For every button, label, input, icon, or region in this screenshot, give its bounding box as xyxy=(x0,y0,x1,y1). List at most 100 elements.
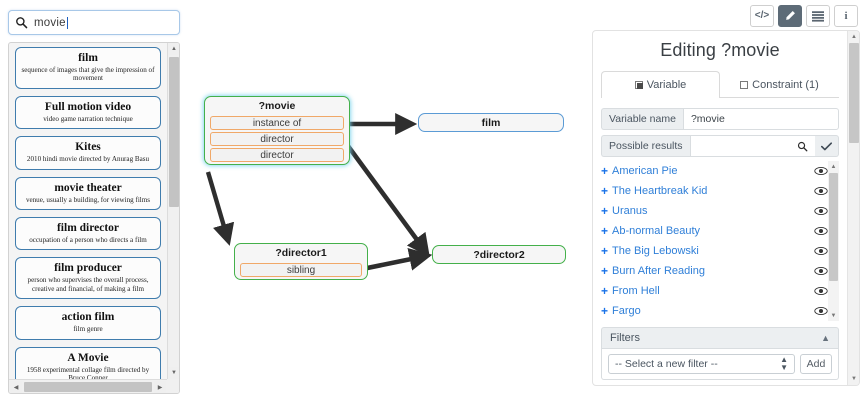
entity-description: sequence of images that give the impress… xyxy=(21,66,155,83)
graph-node-director2[interactable]: ?director2 xyxy=(432,245,566,264)
eye-icon[interactable] xyxy=(814,286,828,296)
filters-label: Filters xyxy=(610,332,640,344)
add-icon[interactable]: + xyxy=(601,244,609,258)
graph-node-film[interactable]: film xyxy=(418,113,564,132)
panel-tabs: Variable Constraint (1) xyxy=(601,71,839,98)
checkbox-icon[interactable] xyxy=(634,81,643,89)
result-row[interactable]: + The Big Lebowski xyxy=(601,241,828,261)
possible-results-search-input[interactable] xyxy=(689,135,815,157)
scroll-right-icon[interactable]: ▶ xyxy=(154,381,166,393)
entity-description: 1958 experimental collage film directed … xyxy=(26,365,150,379)
tab-variable[interactable]: Variable xyxy=(601,71,720,98)
variable-name-input[interactable]: ?movie xyxy=(682,108,839,130)
filter-select[interactable]: -- Select a new filter -- ▲▼ xyxy=(608,354,795,374)
scroll-down-icon[interactable]: ▼ xyxy=(168,367,179,379)
panel-vertical-scrollbar[interactable]: ▲ ▼ xyxy=(847,31,859,385)
eye-icon[interactable] xyxy=(814,266,828,276)
results-scrollbar[interactable]: ▲ ▼ xyxy=(828,161,839,321)
entity-description: venue, usually a building, for viewing f… xyxy=(25,195,151,204)
search-icon xyxy=(797,141,808,151)
add-filter-button[interactable]: Add xyxy=(800,354,832,374)
scroll-left-icon[interactable]: ◀ xyxy=(10,381,22,393)
editor-panel: Editing ?movie Variable Constraint (1) V… xyxy=(592,30,860,386)
entity-card[interactable]: action film film genre xyxy=(15,306,161,340)
scrollbar-thumb[interactable] xyxy=(169,57,179,207)
entity-card[interactable]: film sequence of images that give the im… xyxy=(15,47,161,89)
eye-icon[interactable] xyxy=(814,246,828,256)
query-graph-canvas[interactable]: film --> director2 --> director1 --> dir… xyxy=(192,0,590,410)
node-property-director-2[interactable]: director xyxy=(210,147,344,162)
entity-card[interactable]: movie theater venue, usually a building,… xyxy=(15,176,161,211)
node-property-sibling[interactable]: sibling xyxy=(240,262,362,277)
tab-constraint[interactable]: Constraint (1) xyxy=(720,71,839,97)
entity-description: person who supervises the overall proces… xyxy=(27,276,149,293)
node-title: ?director2 xyxy=(473,249,525,261)
eye-icon[interactable] xyxy=(814,206,828,216)
result-row[interactable]: + American Pie xyxy=(601,161,828,181)
check-icon xyxy=(821,141,832,150)
node-property-director-1[interactable]: director xyxy=(210,131,344,146)
scroll-down-icon[interactable]: ▼ xyxy=(851,376,857,382)
result-row[interactable]: + Fargo xyxy=(601,301,828,321)
info-button[interactable]: i xyxy=(834,5,858,27)
sidebar-horizontal-scrollbar[interactable]: ◀ ▶ xyxy=(9,379,167,393)
result-label: From Hell xyxy=(612,285,660,297)
result-row[interactable]: + Uranus xyxy=(601,201,828,221)
add-icon[interactable]: + xyxy=(601,224,609,238)
entity-label: Kites xyxy=(75,141,101,154)
table-view-button[interactable] xyxy=(806,5,830,27)
graph-node-director1[interactable]: ?director1 sibling xyxy=(234,243,368,280)
result-label: Uranus xyxy=(612,205,648,217)
result-label: American Pie xyxy=(612,165,678,177)
possible-results-row: Possible results xyxy=(601,135,839,157)
entity-label: Full motion video xyxy=(44,100,132,113)
scroll-up-icon[interactable]: ▲ xyxy=(168,43,179,55)
entity-card[interactable]: film director occupation of a person who… xyxy=(15,217,161,251)
confirm-results-button[interactable] xyxy=(815,135,839,157)
scrollbar-thumb[interactable] xyxy=(24,382,152,392)
sidebar-vertical-scrollbar[interactable]: ▲ ▼ xyxy=(167,43,179,379)
edge-director-2 xyxy=(346,144,430,258)
eye-icon[interactable] xyxy=(814,306,828,316)
node-property-instance-of[interactable]: instance of xyxy=(210,115,344,130)
search-input[interactable]: movie xyxy=(8,10,180,35)
entity-card[interactable]: A Movie 1958 experimental collage film d… xyxy=(15,346,161,379)
entity-description: film genre xyxy=(73,325,103,334)
tab-label: Constraint (1) xyxy=(752,79,819,91)
graph-node-movie[interactable]: ?movie instance of director director xyxy=(204,96,350,165)
entity-card[interactable]: Full motion video video game narration t… xyxy=(15,95,161,130)
add-icon[interactable]: + xyxy=(601,304,609,318)
scroll-up-icon[interactable]: ▲ xyxy=(851,34,857,40)
code-icon: </> xyxy=(754,10,770,21)
add-icon[interactable]: + xyxy=(601,264,609,278)
result-row[interactable]: + From Hell xyxy=(601,281,828,301)
scroll-down-icon[interactable]: ▼ xyxy=(830,312,837,319)
result-label: Burn After Reading xyxy=(612,265,705,277)
code-view-button[interactable]: </> xyxy=(750,5,774,27)
filters-header[interactable]: Filters ▲ xyxy=(601,327,839,349)
edit-view-button[interactable] xyxy=(778,5,802,27)
eye-icon[interactable] xyxy=(814,226,828,236)
add-icon[interactable]: + xyxy=(601,204,609,218)
result-row[interactable]: + The Heartbreak Kid xyxy=(601,181,828,201)
entity-card[interactable]: Kites 2010 hindi movie directed by Anura… xyxy=(15,136,161,170)
add-icon[interactable]: + xyxy=(601,284,609,298)
entity-label: film producer xyxy=(54,262,122,275)
scroll-up-icon[interactable]: ▲ xyxy=(830,163,837,170)
entity-card[interactable]: film producer person who supervises the … xyxy=(15,257,161,300)
result-row[interactable]: + Burn After Reading xyxy=(601,261,828,281)
chevron-up-icon[interactable]: ▲ xyxy=(821,333,830,343)
text-caret xyxy=(66,16,68,29)
filter-select-value: -- Select a new filter -- xyxy=(615,358,718,370)
possible-results-label: Possible results xyxy=(601,135,690,157)
result-label: The Big Lebowski xyxy=(612,245,699,257)
result-row[interactable]: + Ab-normal Beauty xyxy=(601,221,828,241)
eye-icon[interactable] xyxy=(814,186,828,196)
scrollbar-thumb[interactable] xyxy=(829,173,838,281)
add-icon[interactable]: + xyxy=(601,164,609,178)
scrollbar-thumb[interactable] xyxy=(849,43,859,143)
entity-label: A Movie xyxy=(67,351,109,364)
checkbox-icon[interactable] xyxy=(740,81,749,89)
add-icon[interactable]: + xyxy=(601,184,609,198)
eye-icon[interactable] xyxy=(814,166,828,176)
